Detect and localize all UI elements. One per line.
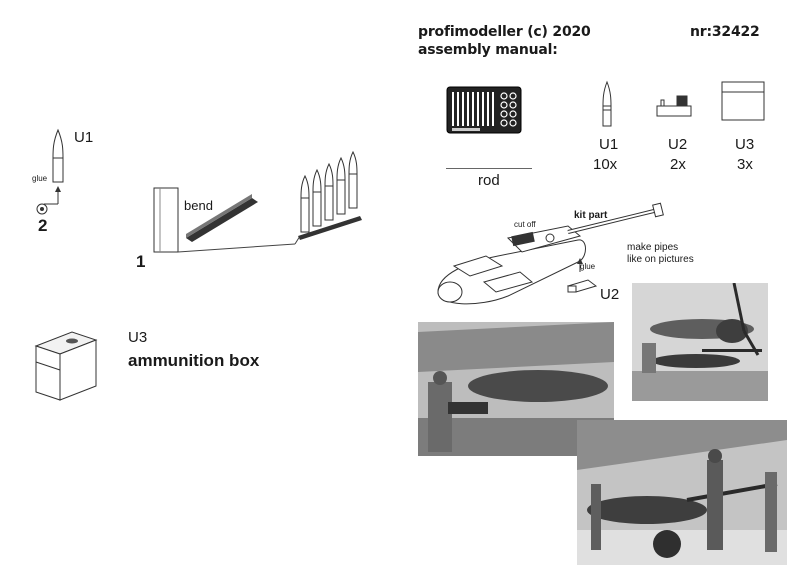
gun-pod-diagram — [437, 202, 664, 305]
box-part-icon — [721, 81, 765, 121]
kit-part-label: kit part — [574, 210, 608, 221]
u1-glue-label: glue — [32, 174, 48, 183]
u1-part-label: U1 — [74, 129, 94, 146]
bullet-assembly-diagram — [36, 128, 64, 215]
reference-photo-gun-pod — [577, 420, 787, 565]
step-number-2: 2 — [38, 216, 48, 235]
make-pipes-note-line1: make pipes — [627, 242, 679, 253]
photo-etch-fret — [446, 86, 522, 134]
reference-photo-aircraft-profile — [632, 283, 768, 401]
bullet-part-icon — [602, 80, 612, 127]
bend-label: bend — [184, 198, 213, 213]
ammunition-box-drawing — [34, 331, 98, 401]
part-qty-u2: 2x — [670, 156, 686, 173]
gun-glue-label: glue — [580, 262, 596, 271]
bracket-part-icon — [656, 95, 692, 117]
step-number-1: 1 — [136, 252, 146, 271]
make-pipes-note-line2: like on pictures — [627, 254, 694, 265]
cut-off-label: cut off — [514, 220, 536, 229]
manual-subtitle: assembly manual: — [418, 42, 558, 58]
ammo-belt-assembly-diagram — [153, 150, 362, 253]
reference-photo-crew-loading — [418, 322, 614, 456]
part-id-u3: U3 — [735, 136, 755, 153]
part-qty-u1: 10x — [593, 156, 618, 173]
part-id-u1: U1 — [599, 136, 619, 153]
manual-title: profimodeller (c) 2020 — [418, 24, 591, 40]
part-number: nr:32422 — [690, 24, 760, 40]
ammo-box-part-label: U3 — [128, 329, 148, 346]
gun-u2-part-label: U2 — [600, 286, 620, 303]
part-qty-u3: 3x — [737, 156, 753, 173]
part-id-u2: U2 — [668, 136, 688, 153]
ammo-box-caption: ammunition box — [128, 351, 260, 370]
rod-line — [446, 168, 532, 169]
rod-label: rod — [478, 172, 500, 189]
